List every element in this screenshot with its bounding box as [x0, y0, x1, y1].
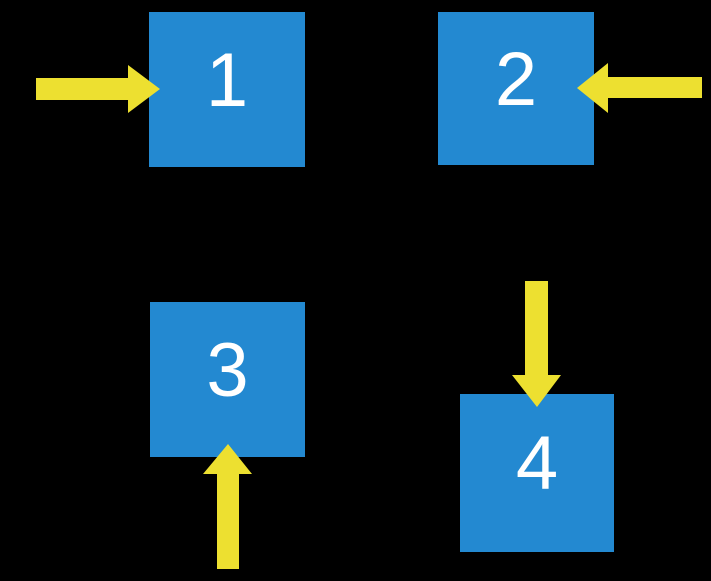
- square-3-label: 3: [206, 327, 249, 413]
- arrow-left-icon: [577, 63, 702, 113]
- arrow-down-icon: [512, 281, 561, 407]
- arrow-right-icon: [36, 65, 160, 113]
- square-2: 2: [438, 12, 594, 165]
- square-1: 1: [149, 12, 305, 167]
- square-4: 4: [460, 394, 614, 552]
- square-1-label: 1: [205, 37, 249, 123]
- square-2-label: 2: [494, 36, 538, 122]
- square-3: 3: [150, 302, 305, 457]
- square-4-label: 4: [515, 421, 559, 506]
- arrow-up-icon: [203, 444, 252, 569]
